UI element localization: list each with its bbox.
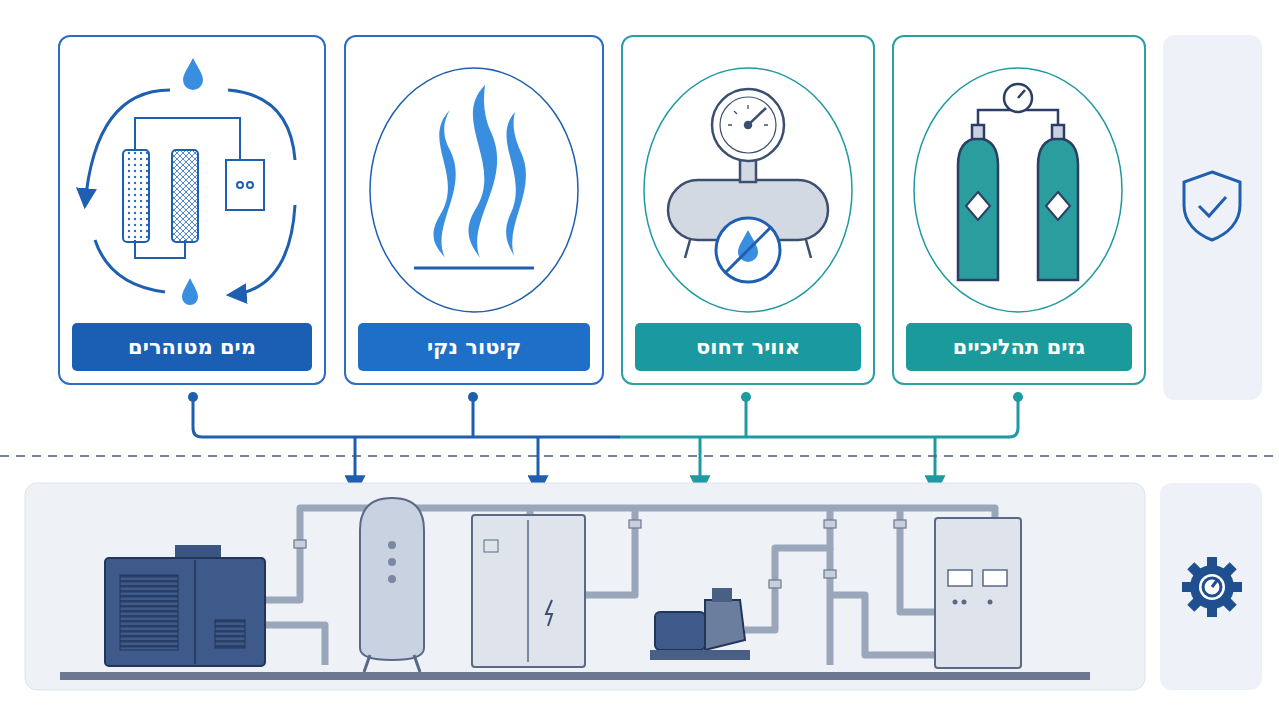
- utility-card: מים מטוהרים: [58, 35, 326, 385]
- utility-card: קיטור נקי: [344, 35, 604, 385]
- utility-label: גזים תהליכיים: [906, 323, 1132, 371]
- utility-card: אוויר דחוס: [621, 35, 875, 385]
- utility-label: קיטור נקי: [358, 323, 590, 371]
- utility-label: אוויר דחוס: [635, 323, 861, 371]
- utility-label: מים מטוהרים: [72, 323, 312, 371]
- utility-card: גזים תהליכיים: [892, 35, 1146, 385]
